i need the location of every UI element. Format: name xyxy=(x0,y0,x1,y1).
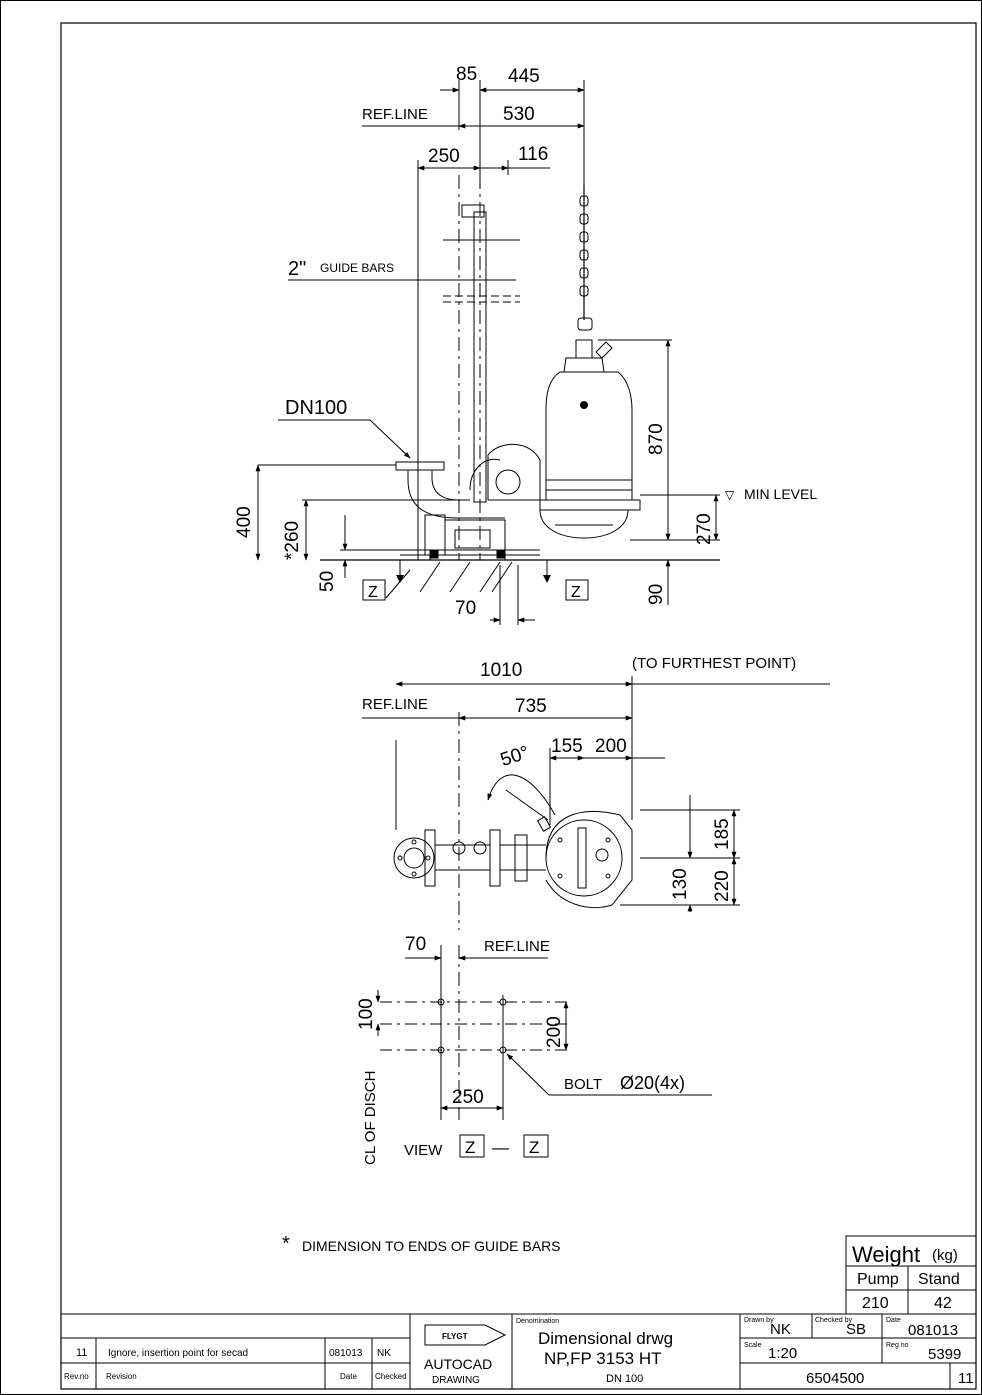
view-z-left: Z xyxy=(465,1138,475,1157)
scale-label: Scale xyxy=(744,1342,762,1349)
sheet-revision: 11 xyxy=(958,1370,974,1387)
view-z-marker-left xyxy=(362,579,386,601)
guide-bars-label: GUIDE BARS xyxy=(320,261,394,275)
view-z-marker-right xyxy=(565,579,589,601)
dim-250-view-z: 250 xyxy=(452,1087,484,1108)
weight-title: Weight xyxy=(852,1242,920,1267)
view-z-z xyxy=(375,945,712,1158)
date-value: 081013 xyxy=(908,1322,958,1339)
dim-116: 116 xyxy=(518,144,548,165)
dim-400: 400 xyxy=(234,506,255,538)
rev-no-value: 11 xyxy=(76,1347,87,1359)
drawn-by-label: Drawn by xyxy=(744,1317,774,1324)
autocad-label: AUTOCAD xyxy=(424,1356,492,1372)
min-level-label: MIN LEVEL xyxy=(744,486,817,502)
drawing-number: 6504500 xyxy=(806,1370,864,1387)
elevation-view xyxy=(255,80,720,625)
dim-250: 250 xyxy=(428,146,460,167)
flygt-logo-shape xyxy=(424,1324,507,1346)
plan-text: 1010 (TO FURTHEST POINT) REF.LINE 735 50… xyxy=(362,655,796,902)
dim-155: 155 xyxy=(551,736,583,757)
bolt-label: BOLT xyxy=(564,1076,602,1093)
dim-445: 445 xyxy=(508,66,540,87)
note-asterisk: * xyxy=(282,1233,290,1255)
col-date: Date xyxy=(340,1372,357,1381)
flygt-logo-text: FLYGT xyxy=(442,1332,468,1341)
dim-200-view-z: 200 xyxy=(544,1016,565,1048)
revision-date: 081013 xyxy=(329,1348,363,1359)
plan-view xyxy=(362,676,830,930)
dim-735: 735 xyxy=(515,696,547,717)
ref-line-label: REF.LINE xyxy=(362,106,428,123)
col-checked: Checked xyxy=(375,1372,407,1381)
drawing-label: DRAWING xyxy=(432,1375,480,1386)
dim-70-view-z: 70 xyxy=(405,934,426,955)
dim-50: 50 xyxy=(317,571,338,592)
denomination-line1: Dimensional drwg xyxy=(538,1329,673,1348)
dim-85: 85 xyxy=(456,64,477,85)
dim-220: 220 xyxy=(712,870,733,902)
col-rev-no: Rev.no xyxy=(64,1372,89,1381)
view-z-text: 70 REF.LINE 100 200 250 BOLT Ø20(4x) CL … xyxy=(356,934,685,1165)
dim-50-degrees: 50° xyxy=(498,742,532,771)
title-block xyxy=(60,1313,977,1390)
note-text: DIMENSION TO ENDS OF GUIDE BARS xyxy=(302,1238,561,1254)
denomination-line3: DN 100 xyxy=(606,1373,643,1385)
revision-text: Ignore, insertion point for secad xyxy=(108,1348,248,1359)
weight-unit: (kg) xyxy=(932,1247,958,1264)
denomination-label: Denomination xyxy=(516,1318,559,1325)
checked-by-value: SB xyxy=(846,1321,866,1338)
scale-value: 1:20 xyxy=(768,1345,797,1362)
dim-530: 530 xyxy=(503,104,535,125)
view-z-ref-line-label: REF.LINE xyxy=(484,938,550,955)
view-z-dash: — xyxy=(492,1138,509,1157)
view-label: VIEW xyxy=(404,1142,443,1159)
bolt-size: Ø20(4x) xyxy=(620,1073,685,1093)
date-label: Date xyxy=(886,1317,901,1324)
view-z-left-label: Z xyxy=(368,584,378,601)
dim-70-elevation: 70 xyxy=(455,598,476,619)
cl-of-discharge-label: CL OF DISCH xyxy=(362,1071,379,1165)
regno-value: 5399 xyxy=(928,1346,961,1363)
dim-200-plan: 200 xyxy=(595,736,627,757)
regno-label: Reg no xyxy=(886,1342,909,1349)
dim-100: 100 xyxy=(356,998,377,1030)
weight-stand-label: Stand xyxy=(918,1271,960,1288)
weight-pump-value: 210 xyxy=(862,1295,889,1312)
elevation-text: 85 445 530 REF.LINE 250 116 2" GUIDE BAR… xyxy=(234,64,817,619)
view-z-box-right xyxy=(523,1134,549,1158)
view-z-right-label: Z xyxy=(571,584,581,601)
furthest-point-label: (TO FURTHEST POINT) xyxy=(632,655,796,672)
dim-185: 185 xyxy=(712,818,733,850)
drawn-by-value: NK xyxy=(770,1321,791,1338)
guide-bar-size: 2" xyxy=(288,258,306,280)
min-level-symbol: ▽ xyxy=(725,488,735,502)
dim-270: 270 xyxy=(694,513,715,545)
dim-870: 870 xyxy=(646,423,667,455)
plan-ref-line-label: REF.LINE xyxy=(362,696,428,713)
weight-pump-label: Pump xyxy=(857,1271,899,1288)
revision-checked: NK xyxy=(377,1348,391,1359)
denomination-line2: NP,FP 3153 HT xyxy=(544,1349,662,1368)
dim-260: *260 xyxy=(282,521,303,560)
view-z-right: Z xyxy=(529,1138,539,1157)
dn-label: DN100 xyxy=(285,397,347,419)
checked-by-label: Checked by xyxy=(815,1317,852,1324)
weight-stand-value: 42 xyxy=(934,1295,952,1312)
col-revision: Revision xyxy=(106,1372,137,1381)
dim-90: 90 xyxy=(646,584,667,605)
dim-1010: 1010 xyxy=(480,660,522,681)
view-z-box-left xyxy=(459,1134,485,1158)
dim-130: 130 xyxy=(670,868,691,900)
